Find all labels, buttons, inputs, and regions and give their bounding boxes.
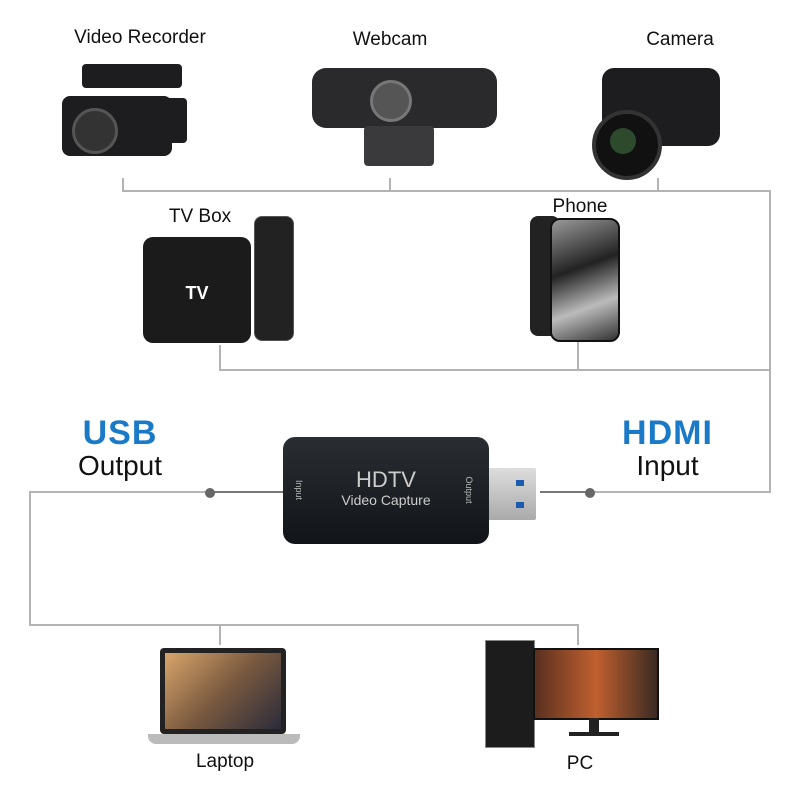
capture-output-label: Output bbox=[464, 476, 474, 504]
remote-image bbox=[254, 216, 294, 341]
tv-box-label: TV Box bbox=[168, 206, 232, 227]
webcam-label: Webcam bbox=[352, 29, 428, 50]
capture-title: HDTV bbox=[356, 467, 416, 492]
hdmi-subtitle: Input bbox=[636, 450, 699, 481]
pc-tower-image bbox=[485, 640, 535, 748]
camera-image bbox=[592, 58, 722, 180]
hdtv-video-capture-device: HDTV Video Capture Input Output bbox=[283, 437, 489, 544]
capture-input-label: Input bbox=[294, 479, 304, 501]
usb-title: USB bbox=[82, 414, 158, 452]
pc-label: PC bbox=[566, 753, 594, 774]
video-recorder-label: Video Recorder bbox=[74, 27, 206, 48]
video-recorder-image bbox=[62, 58, 190, 166]
webcam-image bbox=[312, 68, 497, 168]
usb-plug bbox=[486, 468, 536, 520]
tv-box-image: TV bbox=[143, 237, 251, 343]
camera-label: Camera bbox=[646, 29, 714, 50]
capture-subtitle: Video Capture bbox=[341, 492, 431, 508]
phone-label: Phone bbox=[552, 196, 608, 217]
phone-image bbox=[530, 216, 620, 342]
pc-monitor-image bbox=[533, 648, 659, 740]
laptop-label: Laptop bbox=[195, 751, 255, 772]
hdmi-title: HDMI bbox=[622, 414, 713, 452]
tv-box-logo: TV bbox=[185, 283, 209, 303]
laptop-image bbox=[148, 648, 300, 748]
usb-subtitle: Output bbox=[77, 450, 163, 481]
